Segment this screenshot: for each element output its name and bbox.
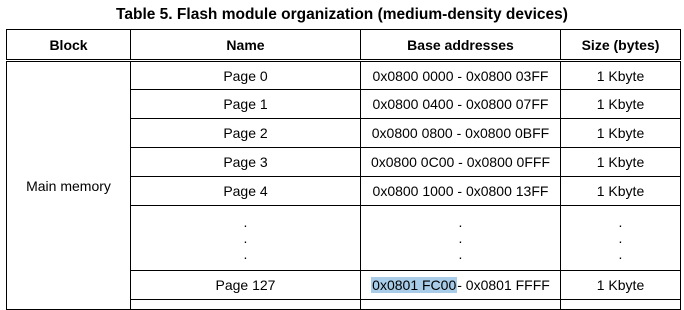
address-start: 0x0800 0400	[372, 96, 454, 112]
table-row: Page 2 0x0800 0800 - 0x0800 0BFF 1 Kbyte	[7, 118, 681, 148]
ellipsis-dot: .	[618, 246, 623, 262]
address-end: 0x0800 03FF	[465, 67, 549, 84]
ellipsis-dot: .	[243, 246, 248, 262]
next-section-cell	[130, 299, 361, 310]
header-block: Block	[6, 29, 131, 62]
table-row: Page 1 0x0800 0400 - 0x0800 07FF 1 Kbyte	[7, 89, 681, 119]
table-row: Page 127 0x0801 FC00- 0x0801 FFFF 1 Kbyt…	[7, 270, 681, 300]
page-size: 1 Kbyte	[560, 118, 681, 148]
ellipsis-dot: .	[458, 214, 463, 230]
address-separator: -	[454, 154, 467, 170]
ellipsis-row: ... ... ...	[7, 205, 681, 271]
page-name: Page 3	[130, 147, 361, 177]
address-end: 0x0800 13FF	[465, 183, 549, 199]
page-size: 1 Kbyte	[560, 60, 681, 90]
address-separator: -	[453, 96, 466, 112]
ellipsis-dot: .	[243, 230, 248, 246]
table-row: Page 4 0x0800 1000 - 0x0800 13FF 1 Kbyte	[7, 176, 681, 206]
ellipsis-cell: ...	[130, 205, 361, 271]
page-size: 1 Kbyte	[560, 89, 681, 119]
ellipsis-dot: .	[618, 230, 623, 246]
selected-address-start[interactable]: 0x0801 FC00	[371, 277, 458, 293]
address-start: 0x0800 0800	[371, 125, 453, 141]
next-section-cell	[560, 299, 681, 310]
address-end: 0x0800 0BFF	[465, 125, 550, 141]
address-start: 0x0800 1000	[372, 183, 454, 199]
block-cell: Main memory	[6, 60, 131, 310]
address-separator: -	[453, 183, 466, 199]
base-address: 0x0800 0000 - 0x0800 03FF	[360, 60, 561, 90]
header-base-addresses: Base addresses	[360, 29, 561, 62]
table-caption: Table 5. Flash module organization (medi…	[116, 6, 568, 23]
ellipsis-dot: .	[458, 230, 463, 246]
base-address: 0x0800 0400 - 0x0800 07FF	[360, 89, 561, 119]
base-address: 0x0800 0C00 - 0x0800 0FFF	[360, 147, 561, 177]
ellipsis-cell: ...	[360, 205, 561, 271]
ellipsis-dot: .	[618, 214, 623, 230]
address-separator: -	[457, 277, 466, 293]
address-end: 0x0800 07FF	[465, 96, 549, 112]
page-name: Page 4	[130, 176, 361, 206]
ellipsis-dot: .	[243, 214, 248, 230]
page-name: Page 127	[130, 270, 361, 300]
header-size: Size (bytes)	[560, 29, 681, 62]
address-separator: -	[453, 67, 466, 84]
page-size: 1 Kbyte	[560, 147, 681, 177]
base-address: 0x0800 1000 - 0x0800 13FF	[360, 176, 561, 206]
header-row: Block Name Base addresses Size (bytes)	[6, 29, 681, 62]
page-size: 1 Kbyte	[560, 270, 681, 300]
address-end: 0x0800 0FFF	[466, 154, 550, 170]
address-start: 0x0800 0C00	[370, 154, 455, 170]
address-separator: -	[452, 125, 466, 141]
address-end: 0x0801 FFFF	[465, 277, 550, 293]
flash-organization-table: Block Name Base addresses Size (bytes) M…	[6, 29, 681, 310]
page-name: Page 1	[130, 89, 361, 119]
table-row: Main memory Page 0 0x0800 0000 - 0x0800 …	[6, 60, 681, 310]
page-name: Page 2	[130, 118, 361, 148]
base-address: 0x0801 FC00- 0x0801 FFFF	[360, 270, 561, 300]
base-address: 0x0800 0800 - 0x0800 0BFF	[360, 118, 561, 148]
page-size: 1 Kbyte	[560, 176, 681, 206]
address-start: 0x0800 0000	[372, 67, 454, 84]
ellipsis-cell: ...	[560, 205, 681, 271]
ellipsis-dot: .	[458, 246, 463, 262]
page-name: Page 0	[130, 60, 361, 90]
header-name: Name	[130, 29, 361, 62]
next-section-cell	[360, 299, 561, 310]
